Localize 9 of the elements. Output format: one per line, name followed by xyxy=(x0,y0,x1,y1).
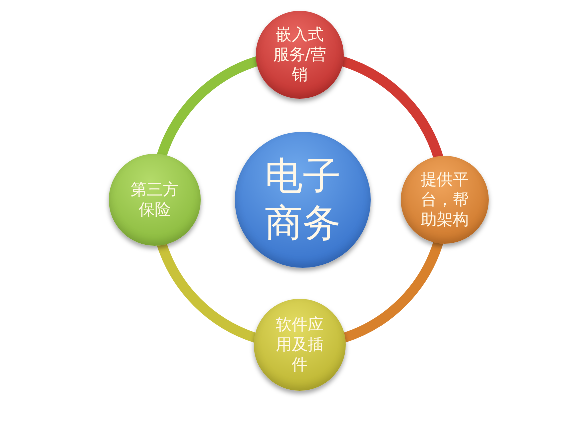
node-label: 软件应用及插件 xyxy=(275,315,325,375)
node-label: 嵌入式服务/营销 xyxy=(272,25,328,85)
circle-node xyxy=(401,156,489,244)
circle-node xyxy=(256,11,344,99)
circle-node xyxy=(109,154,201,246)
node-label: 第三方保险 xyxy=(130,180,180,220)
node-label: 提供平台，帮助架构 xyxy=(420,170,470,230)
circle-node xyxy=(254,299,346,391)
node-label: 电子商务 xyxy=(264,152,342,247)
